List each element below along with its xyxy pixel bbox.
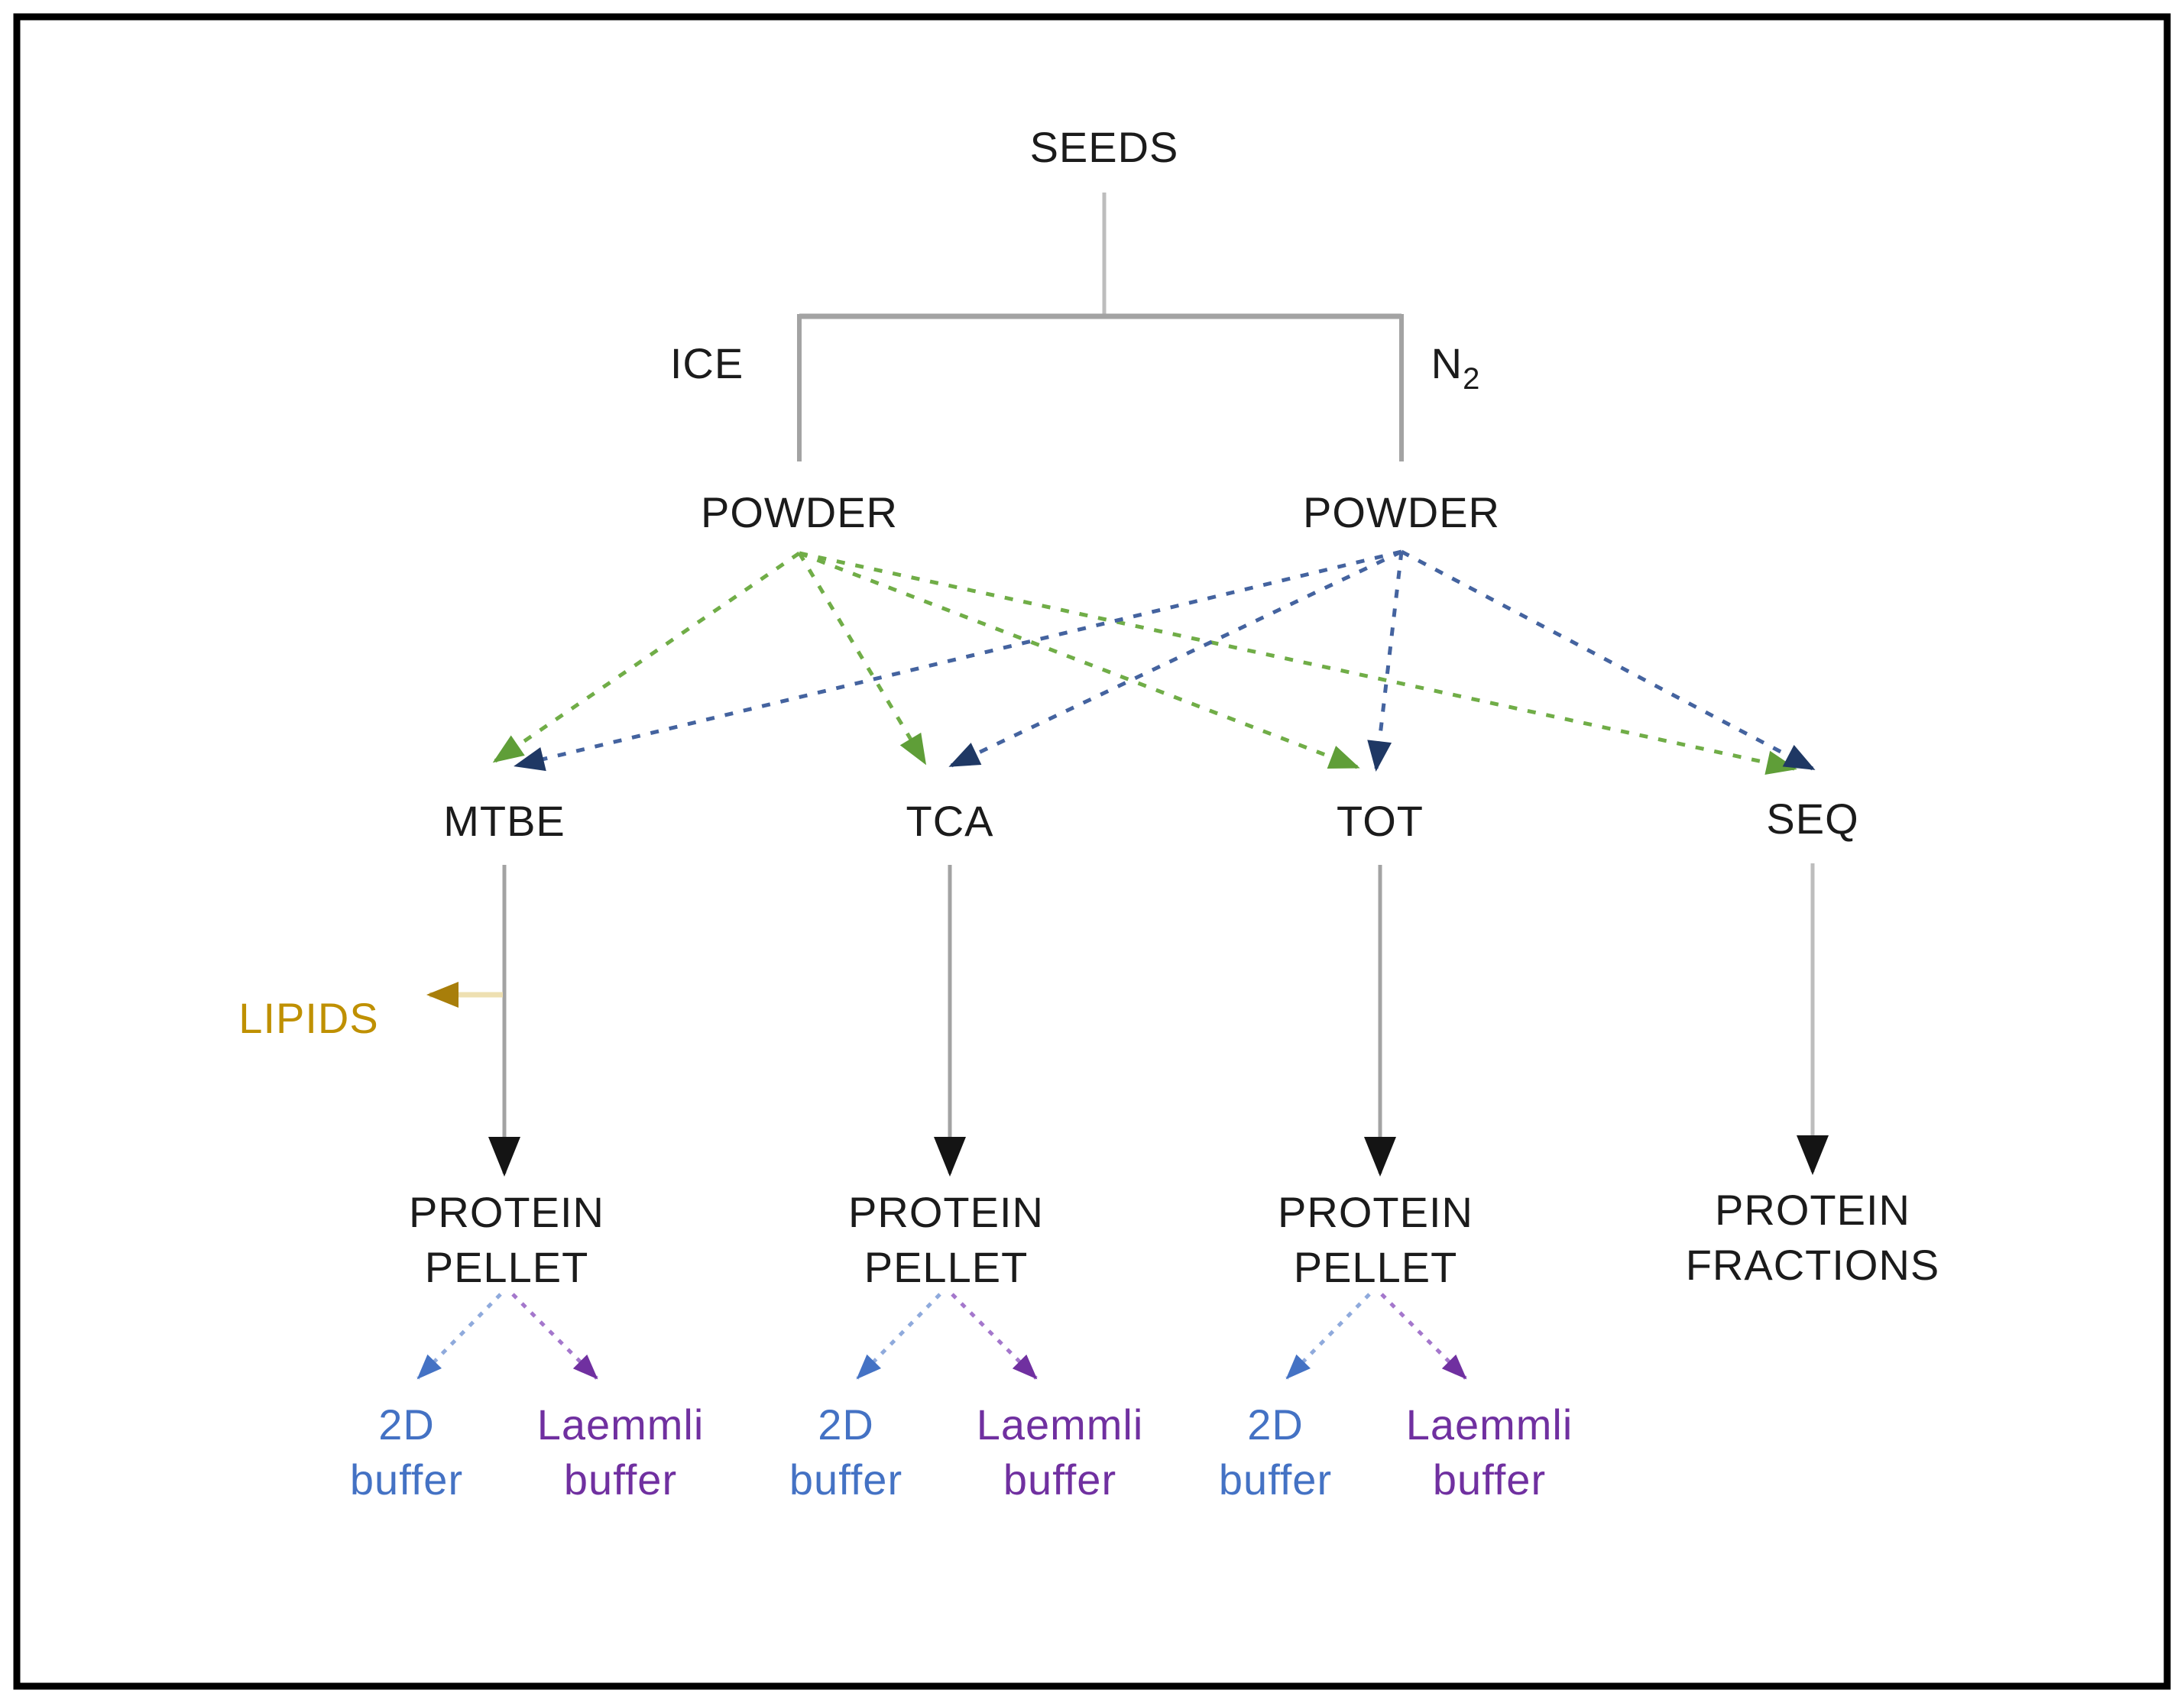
edge-powder-ice-to-mtbe	[492, 551, 801, 763]
edge-pellet2-to-2d-buffer	[856, 1293, 941, 1380]
pellet2-line1: PROTEIN	[848, 1188, 1044, 1236]
edge-powder-ice-to-tot	[799, 551, 1360, 769]
pellet2-laemmli-line1: Laemmli	[977, 1400, 1144, 1449]
node-tot: TOT	[1337, 797, 1424, 845]
fractions-line1: PROTEIN	[1715, 1186, 1910, 1234]
edge-pellet1-to-laemmli-buffer	[511, 1293, 598, 1380]
edge-pellet1-to-2d-buffer	[416, 1293, 502, 1380]
node-powder-right: POWDER	[1303, 488, 1500, 536]
pellet1-line1: PROTEIN	[409, 1188, 604, 1236]
pellet3-laemmli-line2: buffer	[1433, 1455, 1546, 1504]
pellet2-2d-line2: buffer	[789, 1455, 902, 1504]
node-ice: ICE	[670, 339, 744, 387]
n2-base: N	[1431, 339, 1463, 387]
pellet3-2d-line2: buffer	[1219, 1455, 1332, 1504]
fractions-line2: FRACTIONS	[1686, 1241, 1940, 1289]
pellet1-line2: PELLET	[425, 1243, 589, 1291]
node-tca: TCA	[906, 797, 994, 845]
node-lipids: LIPIDS	[238, 994, 378, 1042]
edge-powder-n2-to-tot	[1367, 551, 1404, 772]
node-mtbe: MTBE	[443, 797, 565, 845]
pellet1-laemmli-line2: buffer	[564, 1455, 677, 1504]
edge-powder-n2-to-seq	[1400, 549, 1816, 771]
pellet3-line2: PELLET	[1294, 1243, 1458, 1291]
pellet1-2d-line2: buffer	[350, 1455, 463, 1504]
edge-powder-ice-to-seq	[799, 551, 1797, 775]
edge-pellet3-to-laemmli-buffer	[1380, 1293, 1467, 1380]
edge-powder-ice-to-tca	[797, 552, 927, 766]
pellet2-line2: PELLET	[864, 1243, 1029, 1291]
pellet1-laemmli-line1: Laemmli	[537, 1400, 705, 1449]
pellet2-2d-line1: 2D	[818, 1400, 874, 1449]
node-n2: N2	[1431, 339, 1481, 396]
pellet3-laemmli-line1: Laemmli	[1406, 1400, 1573, 1449]
figure-border	[13, 13, 2171, 1690]
pellet2-laemmli-line2: buffer	[1003, 1455, 1116, 1504]
node-seq: SEQ	[1766, 795, 1858, 843]
edge-powder-n2-to-tca	[948, 549, 1403, 768]
pellet3-2d-line1: 2D	[1247, 1400, 1304, 1449]
pellet1-2d-line1: 2D	[378, 1400, 435, 1449]
node-powder-left: POWDER	[701, 488, 898, 536]
edge-pellet2-to-laemmli-buffer	[951, 1293, 1038, 1380]
pellet3-line1: PROTEIN	[1278, 1188, 1473, 1236]
edge-pellet3-to-2d-buffer	[1285, 1293, 1371, 1380]
node-seeds: SEEDS	[1030, 123, 1179, 171]
n2-subscript: 2	[1463, 362, 1480, 396]
